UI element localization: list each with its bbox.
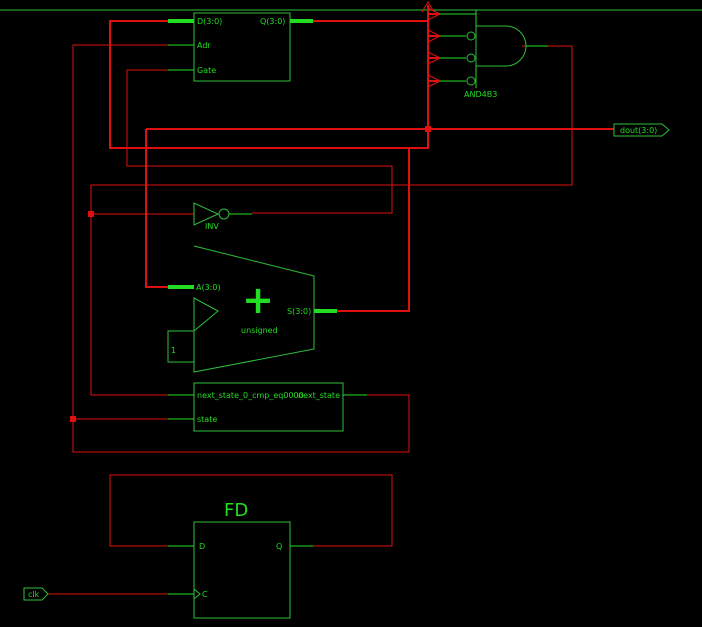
ripper-2 (427, 29, 441, 43)
dout-port[interactable]: dout(3:0) (613, 123, 670, 137)
compare-state-label: state (197, 415, 217, 424)
adder-a-label: A(3:0) (196, 283, 221, 292)
inverter[interactable]: INV (193, 202, 252, 231)
dout-port-label: dout(3:0) (620, 126, 657, 135)
clk-port-label: clk (28, 590, 40, 599)
ripper-4 (427, 74, 441, 88)
fd-d-label: D (199, 542, 205, 551)
inverter-bubble (218, 208, 230, 220)
adder-constant-label: 1 (171, 346, 176, 355)
and-bubble-2 (466, 31, 476, 41)
fd-title: FD (224, 500, 248, 521)
adder-mode-label: unsigned (241, 326, 278, 335)
latch-q-label: Q(3:0) (260, 17, 285, 26)
compare-out-label: next_state (298, 391, 340, 400)
inverter-body (193, 202, 220, 226)
compare-body (193, 382, 344, 432)
clk-port-shape (23, 587, 49, 601)
compare-block[interactable]: next_state_0_cmp_eq0000 next_state state (168, 382, 367, 432)
inverter-label: INV (205, 222, 219, 231)
fd-q-label: Q (276, 542, 282, 551)
wire-and-out (90, 45, 573, 396)
adder-s-label: S(3:0) (287, 307, 311, 316)
latch-adr-label: Adr (197, 41, 211, 50)
bus-rippers (421, 1, 441, 88)
latch-gate-label: Gate (197, 66, 216, 75)
adder-plus-icon: + (242, 278, 274, 322)
and4b3-gate[interactable]: AND4B3 (440, 10, 548, 99)
fd-c-label: C (202, 590, 208, 599)
and-body (475, 25, 527, 67)
wire-adder-s (337, 148, 410, 312)
junction-state (70, 416, 76, 422)
adder-block[interactable]: A(3:0) S(3:0) unsigned 1 + (167, 245, 337, 373)
latch-body (193, 12, 291, 82)
fd-body (193, 521, 291, 619)
wire-adr (72, 44, 410, 453)
adder-body (167, 245, 315, 373)
wires (48, 5, 614, 595)
junction-dout (425, 126, 431, 132)
and-label: AND4B3 (464, 90, 497, 99)
junction-inv (88, 211, 94, 217)
fd-flipflop[interactable]: FD D Q C (168, 500, 313, 619)
clk-port[interactable]: clk (23, 587, 49, 601)
wire-gate (126, 69, 393, 214)
and-bubble-3 (466, 53, 476, 63)
wire-adder-a (145, 129, 168, 288)
ripper-3 (427, 51, 441, 65)
latch-d-label: D(3:0) (197, 17, 222, 26)
wire-d-feedback (109, 5, 429, 149)
and-bubble-4 (466, 76, 476, 86)
dout-port-shape (613, 123, 670, 137)
wire-fd-loop (109, 474, 393, 547)
compare-in-label: next_state_0_cmp_eq0000 (197, 391, 304, 400)
ripper-1 (427, 7, 441, 21)
fd-clock-icon (193, 588, 201, 600)
ripper-top-arrow (421, 1, 435, 13)
latch-block[interactable]: D(3:0) Q(3:0) Adr Gate (168, 12, 313, 82)
